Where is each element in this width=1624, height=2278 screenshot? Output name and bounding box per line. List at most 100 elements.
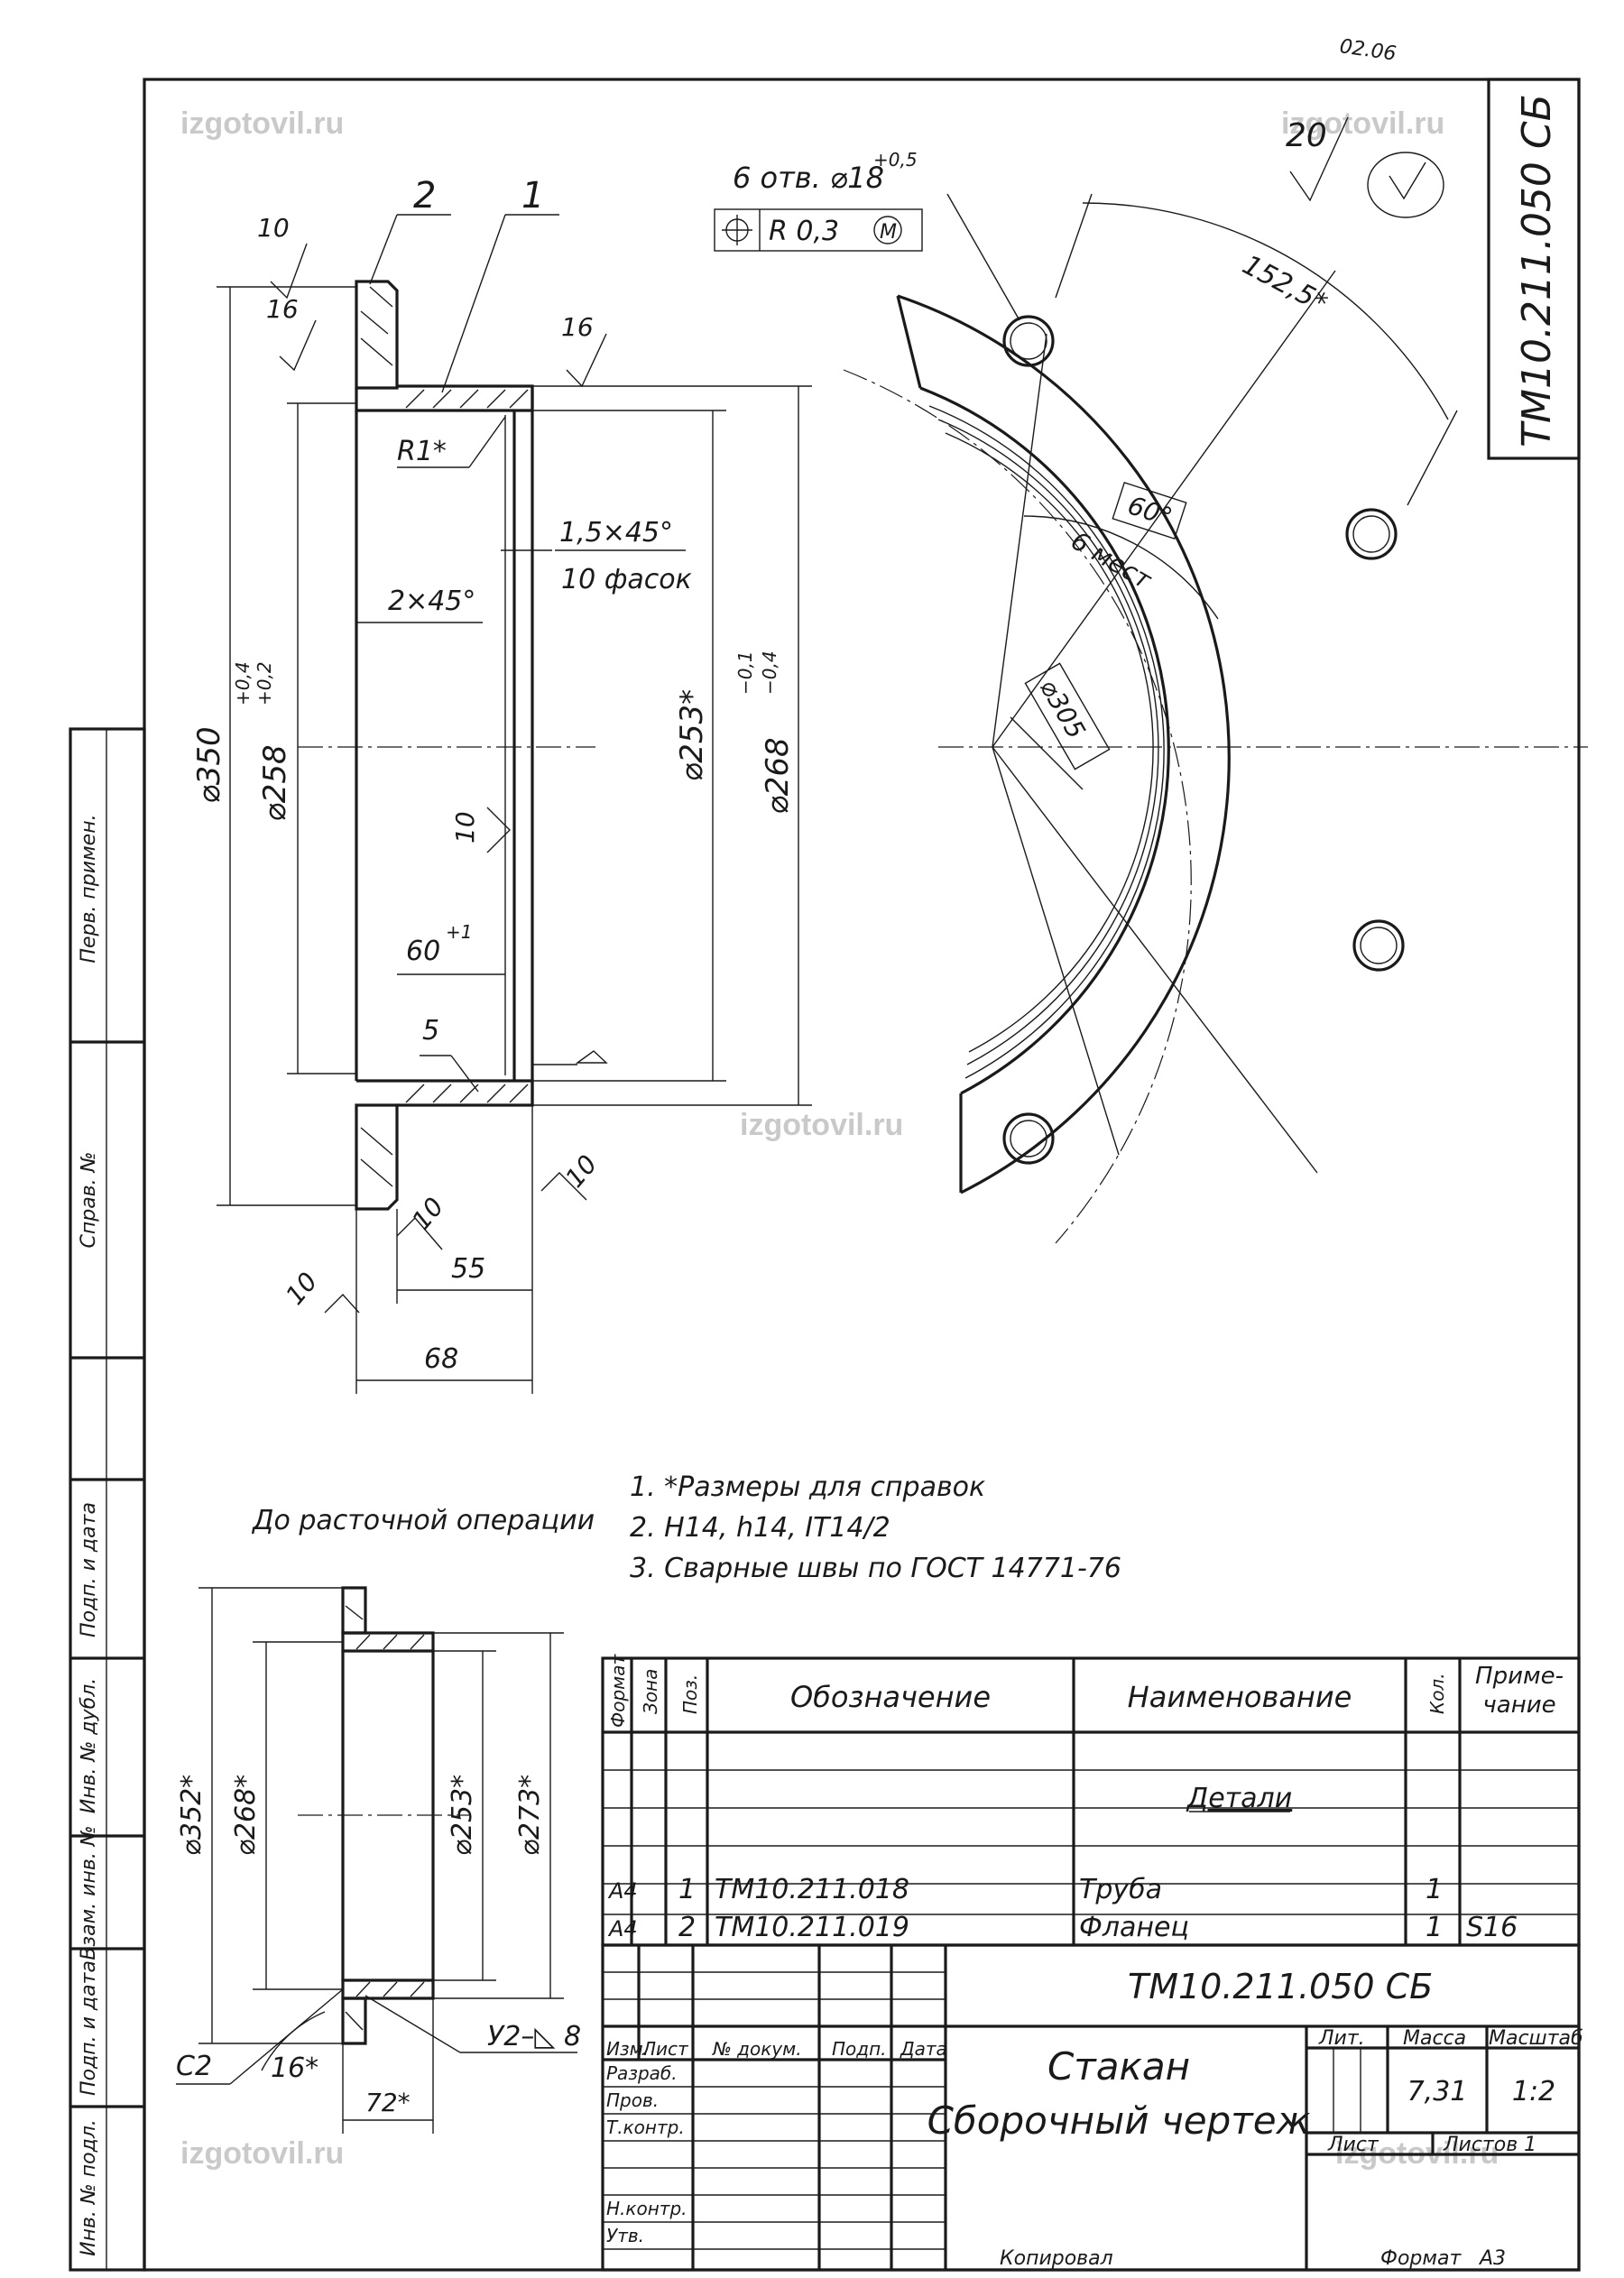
pre-dim-d268: ⌀268* [230,1775,262,1856]
pre-op-section-view: ⌀352* ⌀268* ⌀253* ⌀273* C2 16* 72* У2–◺ … [176,1586,581,2134]
pre-dim-c2: C2 [176,2051,212,2082]
tb-row-prov: Пров. [606,2089,659,2111]
note-1: 1. *Размеры для справок [630,1471,985,1503]
dim-weld-5: 5 [422,1015,439,1047]
position-tol-modifier: M [880,221,897,244]
tb-col-izm: Изм. [606,2038,649,2060]
spec-section-title: Детали [1186,1783,1292,1814]
vertical-code-text: ТМ10.211.050 СБ [1514,94,1560,447]
tb-mass-value: 7,31 [1407,2076,1468,2107]
corner-note: 02.06 [1338,35,1398,66]
pre-dim-weld: У2–◺ 8 [487,2021,581,2052]
vertical-code-stamp: ТМ10.211.050 СБ [1487,78,1581,460]
spec-row-1-designation: ТМ10.211.018 [715,1874,909,1905]
dim-d258-tol-dn: +0,2 [254,661,275,706]
watermark-bottom-left: izgotovil.ru [180,2136,344,2171]
rough-16-a: 16 [266,294,299,324]
spec-header-qty: Кол. [1426,1673,1448,1714]
tube-wall-top [355,384,534,412]
strip-label-7: Инв. № подл. [78,2119,100,2256]
tb-scale-value: 1:2 [1512,2076,1555,2107]
dim-d258: ⌀258 [257,744,293,821]
dim-chamfer-1: 1,5×45° [559,517,673,549]
balloon-1: 1 [521,175,544,217]
roughness-symbol: 20 [1286,116,1444,218]
rough-10-b1: 10 [406,1192,449,1236]
dim-d268: ⌀268 [760,737,796,814]
spec-header-note: Приме-чание [1475,1663,1564,1719]
dim-d305: ⌀305 [1034,674,1092,743]
bolt-holes [1002,315,1405,1165]
spec-table: Формат Зона Поз. Обозначение Наименовани… [601,1654,1581,1947]
dim-d253: ⌀253* [674,689,710,781]
title-doc-code: ТМ10.211.050 СБ [1128,1967,1433,2006]
tb-sheets: Листов 1 [1443,2134,1536,2156]
side-strip: Перв. примен. Справ. № Подп. и дата Инв.… [69,727,146,2272]
watermark-top-left: izgotovil.ru [180,106,344,141]
footer-format-value: А3 [1478,2247,1506,2270]
dim-len55: 55 [451,1253,485,1285]
spec-row-2-pos: 2 [678,1912,696,1943]
dim-arc: 152,5* [1237,249,1333,319]
dim-chamfer-2: 2×45° [388,586,475,617]
dim-d268-tol-dn: −0,4 [759,650,780,695]
watermarks: izgotovil.ru izgotovil.ru izgotovil.ru i… [180,106,1499,2171]
pre-dim-d253: ⌀253* [447,1775,478,1856]
pre-op-title: До расточной операции [251,1505,595,1536]
main-section-view: ⌀350 ⌀258 +0,4 +0,2 ⌀253* ⌀268 −0,1 −0,4… [191,175,812,1394]
spec-row-2-name: Фланец [1079,1912,1189,1943]
spec-row-1-qty: 1 [1426,1874,1443,1905]
title-block: ТМ10.211.050 СБ Изм. Лист № докум. Подп.… [601,1943,1583,2272]
tb-col-date: Дата [900,2038,947,2060]
technical-notes: До расточной операции 1. *Размеры для сп… [251,1471,1121,1584]
flange-top [355,280,399,390]
strip-label-5: Взам. инв. № [78,1825,100,1960]
dim-len68: 68 [424,1343,458,1375]
strip-label-4: Инв. № дубл. [78,1678,100,1814]
spec-row: А4 2 ТМ10.211.019 Фланец 1 S16 [607,1912,1518,1943]
title-name-2: Сборочный чертеж [927,2098,1311,2143]
position-tol-value: R 0,3 [769,216,839,247]
spec-header-format: Формат [607,1654,629,1728]
flange-bottom [355,1103,399,1211]
tb-row-utv: Утв. [606,2225,644,2246]
footer-copied: Копировал [1000,2247,1113,2270]
rough-16-b: 16 [561,312,594,342]
flange-plan-view: 152,5* 60° 6 мест ⌀305 6 отв. ⌀18 +0,5 R… [714,149,1588,1244]
strip-label-1: Перв. примен. [78,814,100,963]
note-3: 3. Сварные швы по ГОСТ 14771-76 [630,1553,1121,1584]
position-tolerance-frame: R 0,3 M [714,208,923,252]
rough-10-b2: 10 [280,1267,323,1311]
footer-format: Формат [1380,2247,1462,2270]
rough-10-r: 10 [559,1149,603,1194]
spec-header-zone: Зона [640,1669,661,1714]
spec-header-designation: Обозначение [790,1680,991,1714]
holes-callout: 6 отв. ⌀18 [733,161,884,195]
tube-wall-bottom [356,1079,534,1107]
spec-row-2-qty: 1 [1426,1912,1443,1943]
spec-row-2-note: S16 [1466,1912,1518,1943]
spec-row-1-format: А4 [607,1878,638,1904]
roughness-value: 20 [1286,117,1327,154]
tb-row-nkontr: Н.контр. [606,2198,687,2219]
pre-dim-72: 72* [365,2088,411,2117]
dim-radius: R1* [397,436,447,467]
strip-label-6: Подп. и дата [78,1960,100,2096]
spec-row-1-name: Труба [1079,1874,1162,1905]
holes-tol: +0,5 [873,149,918,171]
tb-row-tkontr: Т.контр. [606,2117,685,2138]
balloon-2: 2 [413,175,436,217]
tb-row-razrab: Разраб. [606,2062,678,2084]
tb-sheet: Лист [1327,2134,1379,2156]
watermark-top-right: izgotovil.ru [1281,106,1444,141]
rough-10-top: 10 [257,213,290,243]
dim-len60: 60 [406,936,440,967]
rough-10-mid: 10 [450,811,480,844]
footer: Копировал Формат А3 [1000,2247,1506,2270]
dim-d350: ⌀350 [191,726,227,803]
tb-scale-label: Масштаб [1489,2027,1583,2050]
spec-header-pos: Поз. [679,1674,701,1714]
title-name-1: Стакан [1047,2044,1190,2089]
strip-label-2: Справ. № [78,1151,100,1248]
